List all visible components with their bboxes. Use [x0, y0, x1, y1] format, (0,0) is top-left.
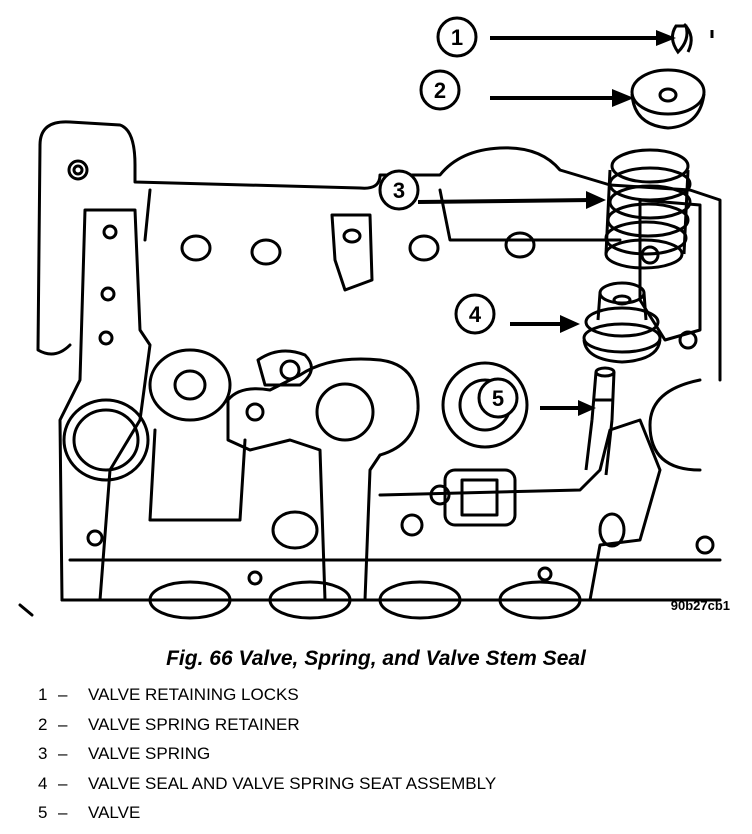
legend-number: 3 — [38, 744, 48, 763]
spring-retainer-part — [630, 68, 706, 130]
legend-dash: – — [58, 803, 68, 822]
cylinder-head-illustration: 1 2 3 4 5 — [18, 16, 722, 620]
legend-number: 2 — [38, 714, 48, 734]
legend-dash: – — [58, 685, 68, 704]
head-outline — [38, 120, 722, 382]
valve-seal-part — [582, 281, 662, 364]
figure-caption: Fig. 66 Valve, Spring, and Valve Stem Se… — [166, 647, 586, 670]
legend-label: VALVE RETAINING LOCKS — [88, 685, 299, 704]
port-left — [62, 398, 150, 482]
left-plate — [58, 208, 152, 602]
right-bracket — [378, 418, 662, 602]
callout-5: 5 — [492, 386, 504, 411]
cam-lobe — [148, 348, 232, 422]
right-port — [648, 378, 702, 472]
callout-circle-1 — [436, 16, 478, 58]
callout-3: 3 — [393, 178, 405, 203]
legend-item: 3– VALVE SPRING — [38, 739, 496, 769]
valve-spring-part — [604, 148, 692, 270]
plug-hex — [443, 468, 517, 527]
valve-locks-part — [671, 22, 714, 55]
legend-item: 1– VALVE RETAINING LOCKS — [38, 680, 496, 710]
valve-stem-part — [584, 366, 616, 476]
callout-circle-4 — [454, 293, 496, 335]
legend-item: 2–VALVE SPRING RETAINER — [38, 710, 496, 740]
legend-item: 5– VALVE — [38, 798, 496, 828]
legend-item: 4–VALVE SEAL AND VALVE SPRING SEAT ASSEM… — [38, 769, 496, 799]
callout-circle-3 — [378, 169, 420, 211]
legend-dash: – — [58, 714, 68, 734]
legend-dash: – — [58, 744, 68, 763]
callout-1: 1 — [451, 25, 463, 50]
legend-label: VALVE SPRING — [88, 744, 211, 763]
callout-circle-5 — [477, 377, 519, 419]
legend-number: 5 — [38, 803, 48, 822]
callout-circle-2 — [419, 69, 461, 111]
legend-label: VALVE SEAL AND VALVE SPRING SEAT ASSEMBL… — [88, 773, 497, 793]
legend-dash: – — [58, 773, 68, 793]
callout-4: 4 — [469, 302, 482, 327]
legend-number: 1 — [38, 685, 48, 704]
legend-label: VALVE — [88, 803, 141, 822]
callout-2: 2 — [434, 78, 446, 103]
legend-list: 1–VALVE RETAINING LOCKS 2–VALVE SPRING R… — [38, 680, 496, 828]
arrow-3 — [417, 198, 593, 204]
rocker-bracket — [330, 213, 374, 292]
cam-lobe-center — [441, 361, 529, 449]
figure-code: 90b27cb1 — [670, 598, 730, 613]
legend-number: 4 — [38, 773, 48, 793]
legend-label: VALVE SPRING RETAINER — [88, 714, 300, 734]
